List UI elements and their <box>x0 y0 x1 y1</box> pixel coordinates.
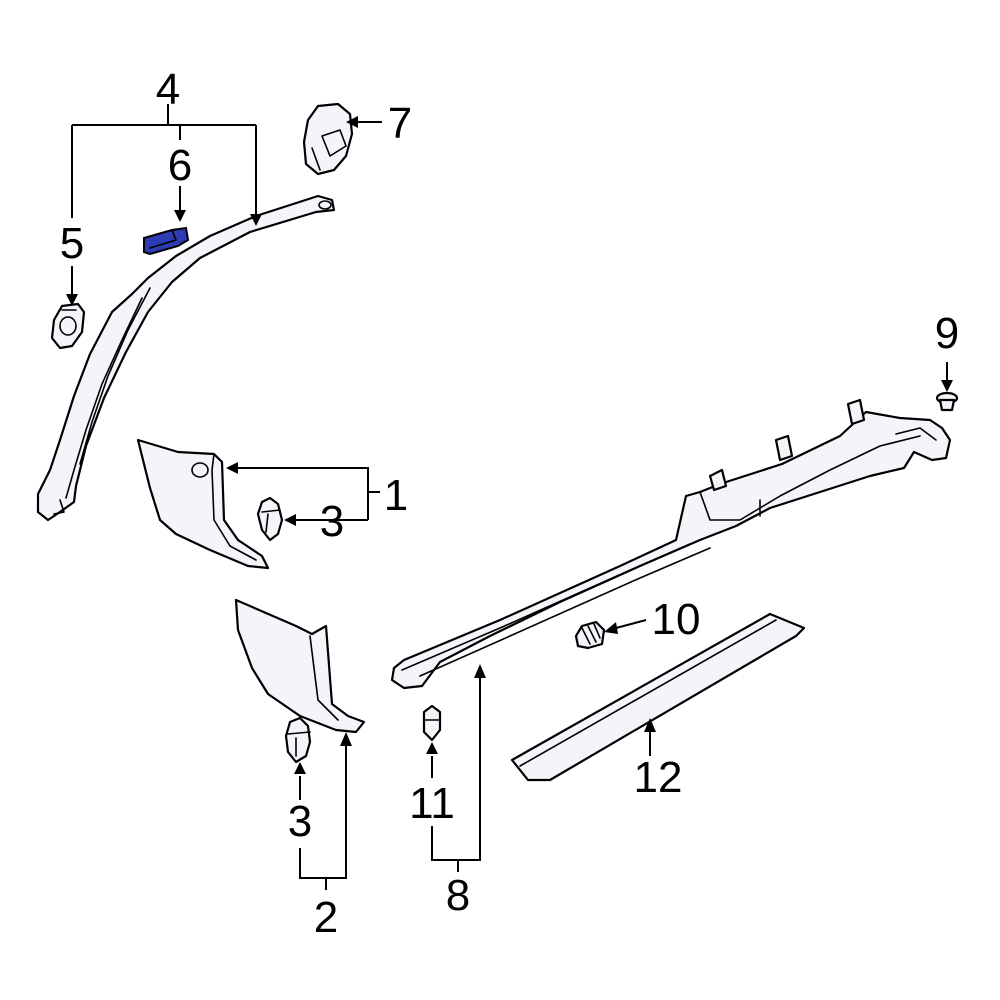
callout-1: 1 <box>384 471 408 520</box>
leader-9 <box>941 362 953 392</box>
callout-5: 5 <box>60 219 84 268</box>
leader-10 <box>604 619 647 634</box>
callout-9: 9 <box>935 309 959 358</box>
leader-8-11 <box>426 664 486 872</box>
callout-3-upper: 3 <box>320 497 344 546</box>
part-2-cowl-side-trim[interactable] <box>234 598 366 734</box>
part-7-cover[interactable] <box>302 102 354 176</box>
callout-3-lower: 3 <box>288 797 312 846</box>
part-6-clip[interactable] <box>143 226 190 256</box>
highlighted-part <box>143 226 190 256</box>
part-3-fastener-lower[interactable] <box>284 716 312 764</box>
callout-10: 10 <box>652 595 701 644</box>
part-4-windshield-pillar-trim[interactable] <box>36 194 336 522</box>
callout-2: 2 <box>314 893 338 942</box>
part-9-fastener[interactable] <box>935 391 959 412</box>
part-3-fastener-upper[interactable] <box>256 496 284 542</box>
callout-4: 4 <box>156 65 180 114</box>
part-10-retainer[interactable] <box>574 620 606 650</box>
part-8-sill-trim[interactable] <box>390 398 952 690</box>
leader-1-3 <box>226 462 380 526</box>
leader-12 <box>644 718 656 756</box>
leader-2-3 <box>294 732 352 890</box>
callout-12: 12 <box>634 753 683 802</box>
callout-6: 6 <box>168 141 192 190</box>
callout-7: 7 <box>388 99 412 148</box>
leader-4-5-6 <box>71 104 262 226</box>
part-11-clip[interactable] <box>422 704 442 742</box>
part-5-clip[interactable] <box>50 302 86 350</box>
part-1-pillar-trim[interactable] <box>136 438 270 570</box>
callout-11: 11 <box>409 779 455 828</box>
callout-8: 8 <box>446 871 470 920</box>
leader-6 <box>174 186 186 222</box>
leader-7 <box>346 116 382 128</box>
leader-5 <box>66 266 78 306</box>
part-12-scuff-plate[interactable] <box>510 612 806 782</box>
